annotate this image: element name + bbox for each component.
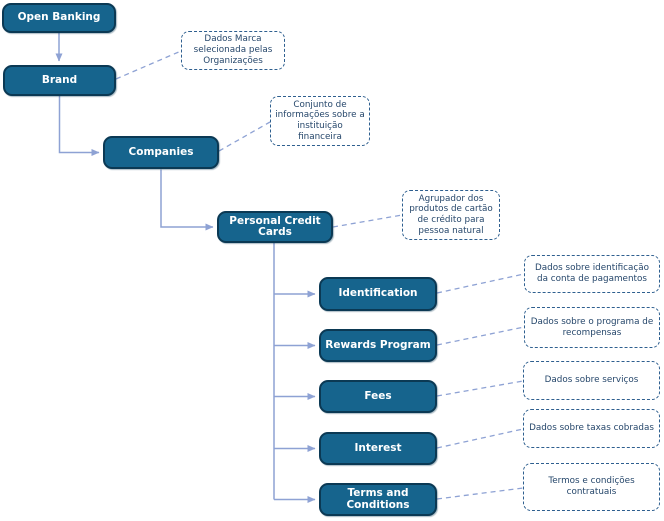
- node-rewards-program: Rewards Program: [319, 329, 437, 362]
- callout-interest-note: Dados sobre taxas cobradas: [523, 409, 660, 448]
- callout-terms-and-conditions-note: Termos e condições contratuais: [523, 463, 660, 511]
- node-identification: Identification: [319, 277, 437, 311]
- callout-rewards-program-note: Dados sobre o programa de recompensas: [524, 307, 660, 348]
- callout-personal-credit-cards-note: Agrupador dos produtos de cartão de créd…: [402, 190, 500, 240]
- callout-fees-note: Dados sobre serviços: [523, 361, 660, 400]
- node-open-banking: Open Banking: [2, 3, 116, 33]
- node-companies: Companies: [103, 136, 219, 169]
- callout-companies-note: Conjunto de informações sobre a institui…: [270, 96, 370, 146]
- callout-brand-note: Dados Marca selecionada pelas Organizaçõ…: [181, 31, 285, 70]
- node-personal-credit-cards: Personal Credit Cards: [217, 211, 333, 243]
- node-fees: Fees: [319, 380, 437, 413]
- node-brand: Brand: [3, 65, 116, 96]
- node-terms-and-conditions: Terms and Conditions: [319, 483, 437, 516]
- node-interest: Interest: [319, 432, 437, 465]
- callout-identification-note: Dados sobre identificação da conta de pa…: [524, 255, 660, 293]
